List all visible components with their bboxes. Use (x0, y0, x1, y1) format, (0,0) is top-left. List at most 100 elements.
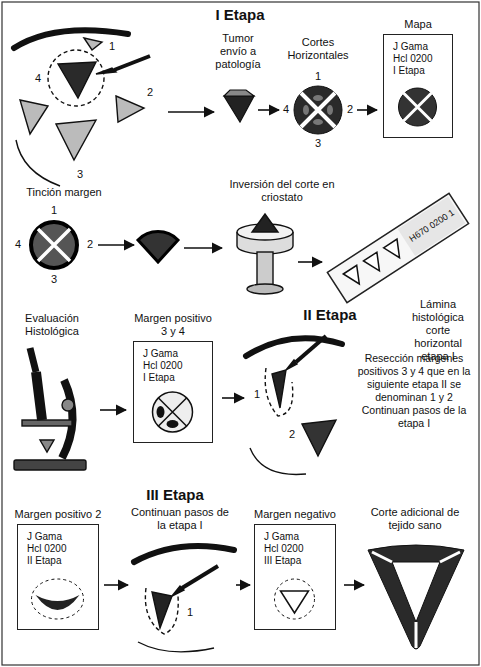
callout-number: 4 (35, 72, 41, 85)
specimen-piece (138, 232, 178, 262)
stage-heading: I Etapa (215, 6, 264, 24)
face-illustration (58, 62, 96, 98)
label-holder: Inversión del corte en criostato (220, 178, 345, 204)
specimen-ring (368, 545, 464, 649)
specimen-ring (368, 545, 464, 649)
label-holder: II Etapa (303, 306, 356, 324)
face-illustration (286, 360, 297, 370)
step-label: Corte adicional de tejido sano (365, 506, 465, 532)
card-text: J Gama Hcl 0200 I Etapa (393, 41, 435, 77)
cryostat-chuck (252, 214, 278, 232)
tumor-specimen (224, 90, 254, 96)
face-illustration (134, 546, 234, 652)
face-illustration (14, 30, 150, 186)
flow-arrow (168, 111, 214, 113)
map-card: Mapa J Gama Hcl 0200 I Etapa (380, 18, 456, 138)
sectioned-specimen (313, 119, 323, 125)
map-sketch (404, 93, 432, 121)
card-heading: Mapa (380, 18, 456, 31)
card-heading: Margen negativo (248, 508, 342, 521)
tissue-section (384, 239, 400, 258)
map-sketch (399, 88, 437, 126)
callout-number: 1 (51, 204, 57, 217)
flow-arrow (104, 584, 128, 586)
label-holder: 3 (315, 137, 321, 150)
stage-heading: II Etapa (303, 306, 356, 324)
label-holder: 4 (283, 103, 289, 116)
callout-number: 2 (147, 86, 153, 99)
face-illustration (296, 336, 326, 362)
map-sketch (153, 392, 193, 432)
card-text: J Gama Hcl 0200 II Etapa (27, 531, 69, 567)
map-sketch (32, 579, 84, 619)
map-sketch (153, 392, 193, 432)
stained-specimen (31, 222, 77, 268)
callout-number: 3 (315, 137, 321, 150)
face-illustration (246, 338, 342, 356)
label-holder: Tumor envío a patología (210, 32, 266, 71)
label-holder: 1 (254, 388, 260, 401)
step-label: Tumor envío a patología (210, 32, 266, 71)
callout-number: 4 (283, 103, 289, 116)
label-holder: 2 (87, 238, 93, 251)
flow-arrow (100, 409, 126, 411)
sectioned-specimen (303, 105, 309, 115)
microscope (14, 460, 86, 470)
flow-arrow (344, 584, 364, 586)
face-illustration (138, 642, 214, 652)
callout-number: 4 (15, 238, 21, 251)
label-holder: 1 (315, 70, 321, 83)
flow-arrow (222, 397, 244, 399)
label-holder: Continuan pasos de la etapa I (130, 506, 230, 532)
note-text: Resección márgenes positivos 3 y 4 que e… (352, 352, 476, 430)
flow-arrow (258, 109, 279, 111)
map-card: Margen positivo 3 y 4 J Gama Hcl 0200 I E… (131, 312, 215, 443)
face-illustration (134, 546, 234, 562)
callout-number: 1 (187, 606, 193, 619)
callout-number: 3 (51, 273, 57, 286)
label-holder: Corte adicional de tejido sano (365, 506, 465, 532)
flow-arrow (98, 110, 377, 585)
sectioned-specimen (301, 93, 335, 127)
specimen-ring (392, 562, 440, 622)
map-sketch (275, 579, 315, 619)
face-illustration (48, 50, 104, 106)
flow-arrow (357, 109, 377, 111)
map-card-frame: J Gama Hcl 0200 I Etapa (383, 34, 453, 138)
callout-number: 3 (77, 168, 83, 181)
callout-number: 2 (347, 103, 353, 116)
microscope (30, 348, 36, 372)
map-card-frame: J Gama Hcl 0200 II Etapa (17, 524, 99, 630)
card-heading: Margen positivo 2 (6, 508, 110, 521)
specimen-piece (138, 232, 178, 262)
card-text: J Gama Hcl 0200 III Etapa (264, 531, 306, 567)
flow-arrow (298, 261, 322, 263)
sectioned-specimen (294, 86, 342, 134)
cryostat-chuck (237, 214, 293, 294)
positive-margin-mark (157, 406, 165, 418)
histology-slide: H670 0200 1Lámina histológica corte hori… (326, 190, 476, 365)
slide-outline (327, 193, 468, 302)
map-sketch (384, 81, 451, 133)
card-heading: Margen positivo 3 y 4 (131, 312, 215, 338)
map-sketch (32, 579, 84, 619)
tumor-specimen (224, 96, 254, 122)
map-sketch (134, 386, 211, 438)
face-illustration (246, 336, 342, 474)
step-label: Evaluación Histológica (12, 312, 92, 338)
positive-margin-mark (167, 420, 179, 428)
callout-number: 1 (254, 388, 260, 401)
callout-number: 2 (289, 428, 295, 441)
card-text: J Gama Hcl 0200 I Etapa (143, 348, 185, 384)
callout-number: 1 (315, 70, 321, 83)
microscope (22, 420, 72, 426)
label-holder: 1 (187, 606, 193, 619)
label-holder: 2 (289, 428, 295, 441)
label-holder: 2 (347, 103, 353, 116)
stained-specimen (31, 222, 77, 268)
face-illustration (84, 38, 102, 50)
tissue-section (364, 252, 380, 271)
cryostat-chuck (247, 284, 283, 294)
